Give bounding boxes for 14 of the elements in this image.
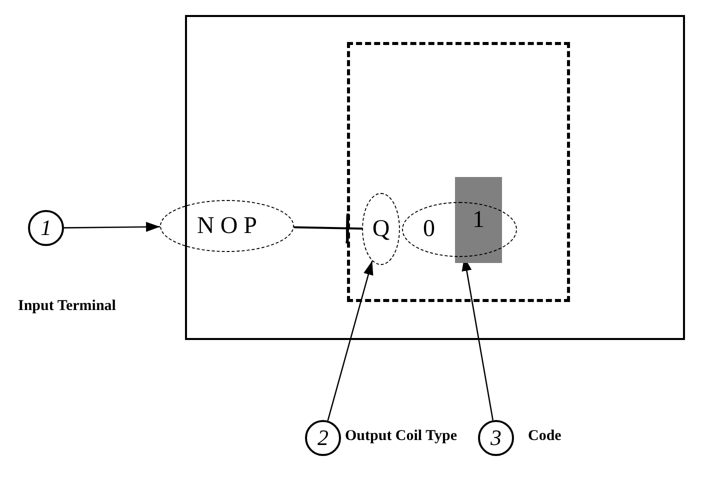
leader-arrow	[64, 222, 160, 232]
dotted-ellipse: N O P	[160, 200, 294, 252]
outer-frame	[185, 15, 685, 340]
callout-number: 3	[478, 420, 514, 456]
callout-label: Code	[528, 428, 562, 445]
dashed-frame	[347, 42, 570, 302]
callout-number: 2	[305, 420, 341, 456]
highlight-block: 1	[455, 177, 502, 263]
callout-number: 1	[28, 210, 64, 246]
leader-arrow	[327, 260, 374, 421]
callout-label: Output Coil Type	[345, 428, 457, 445]
callout-label: Input Terminal	[18, 298, 116, 315]
dotted-ellipse: Q	[362, 193, 400, 265]
contact-line	[294, 213, 362, 244]
